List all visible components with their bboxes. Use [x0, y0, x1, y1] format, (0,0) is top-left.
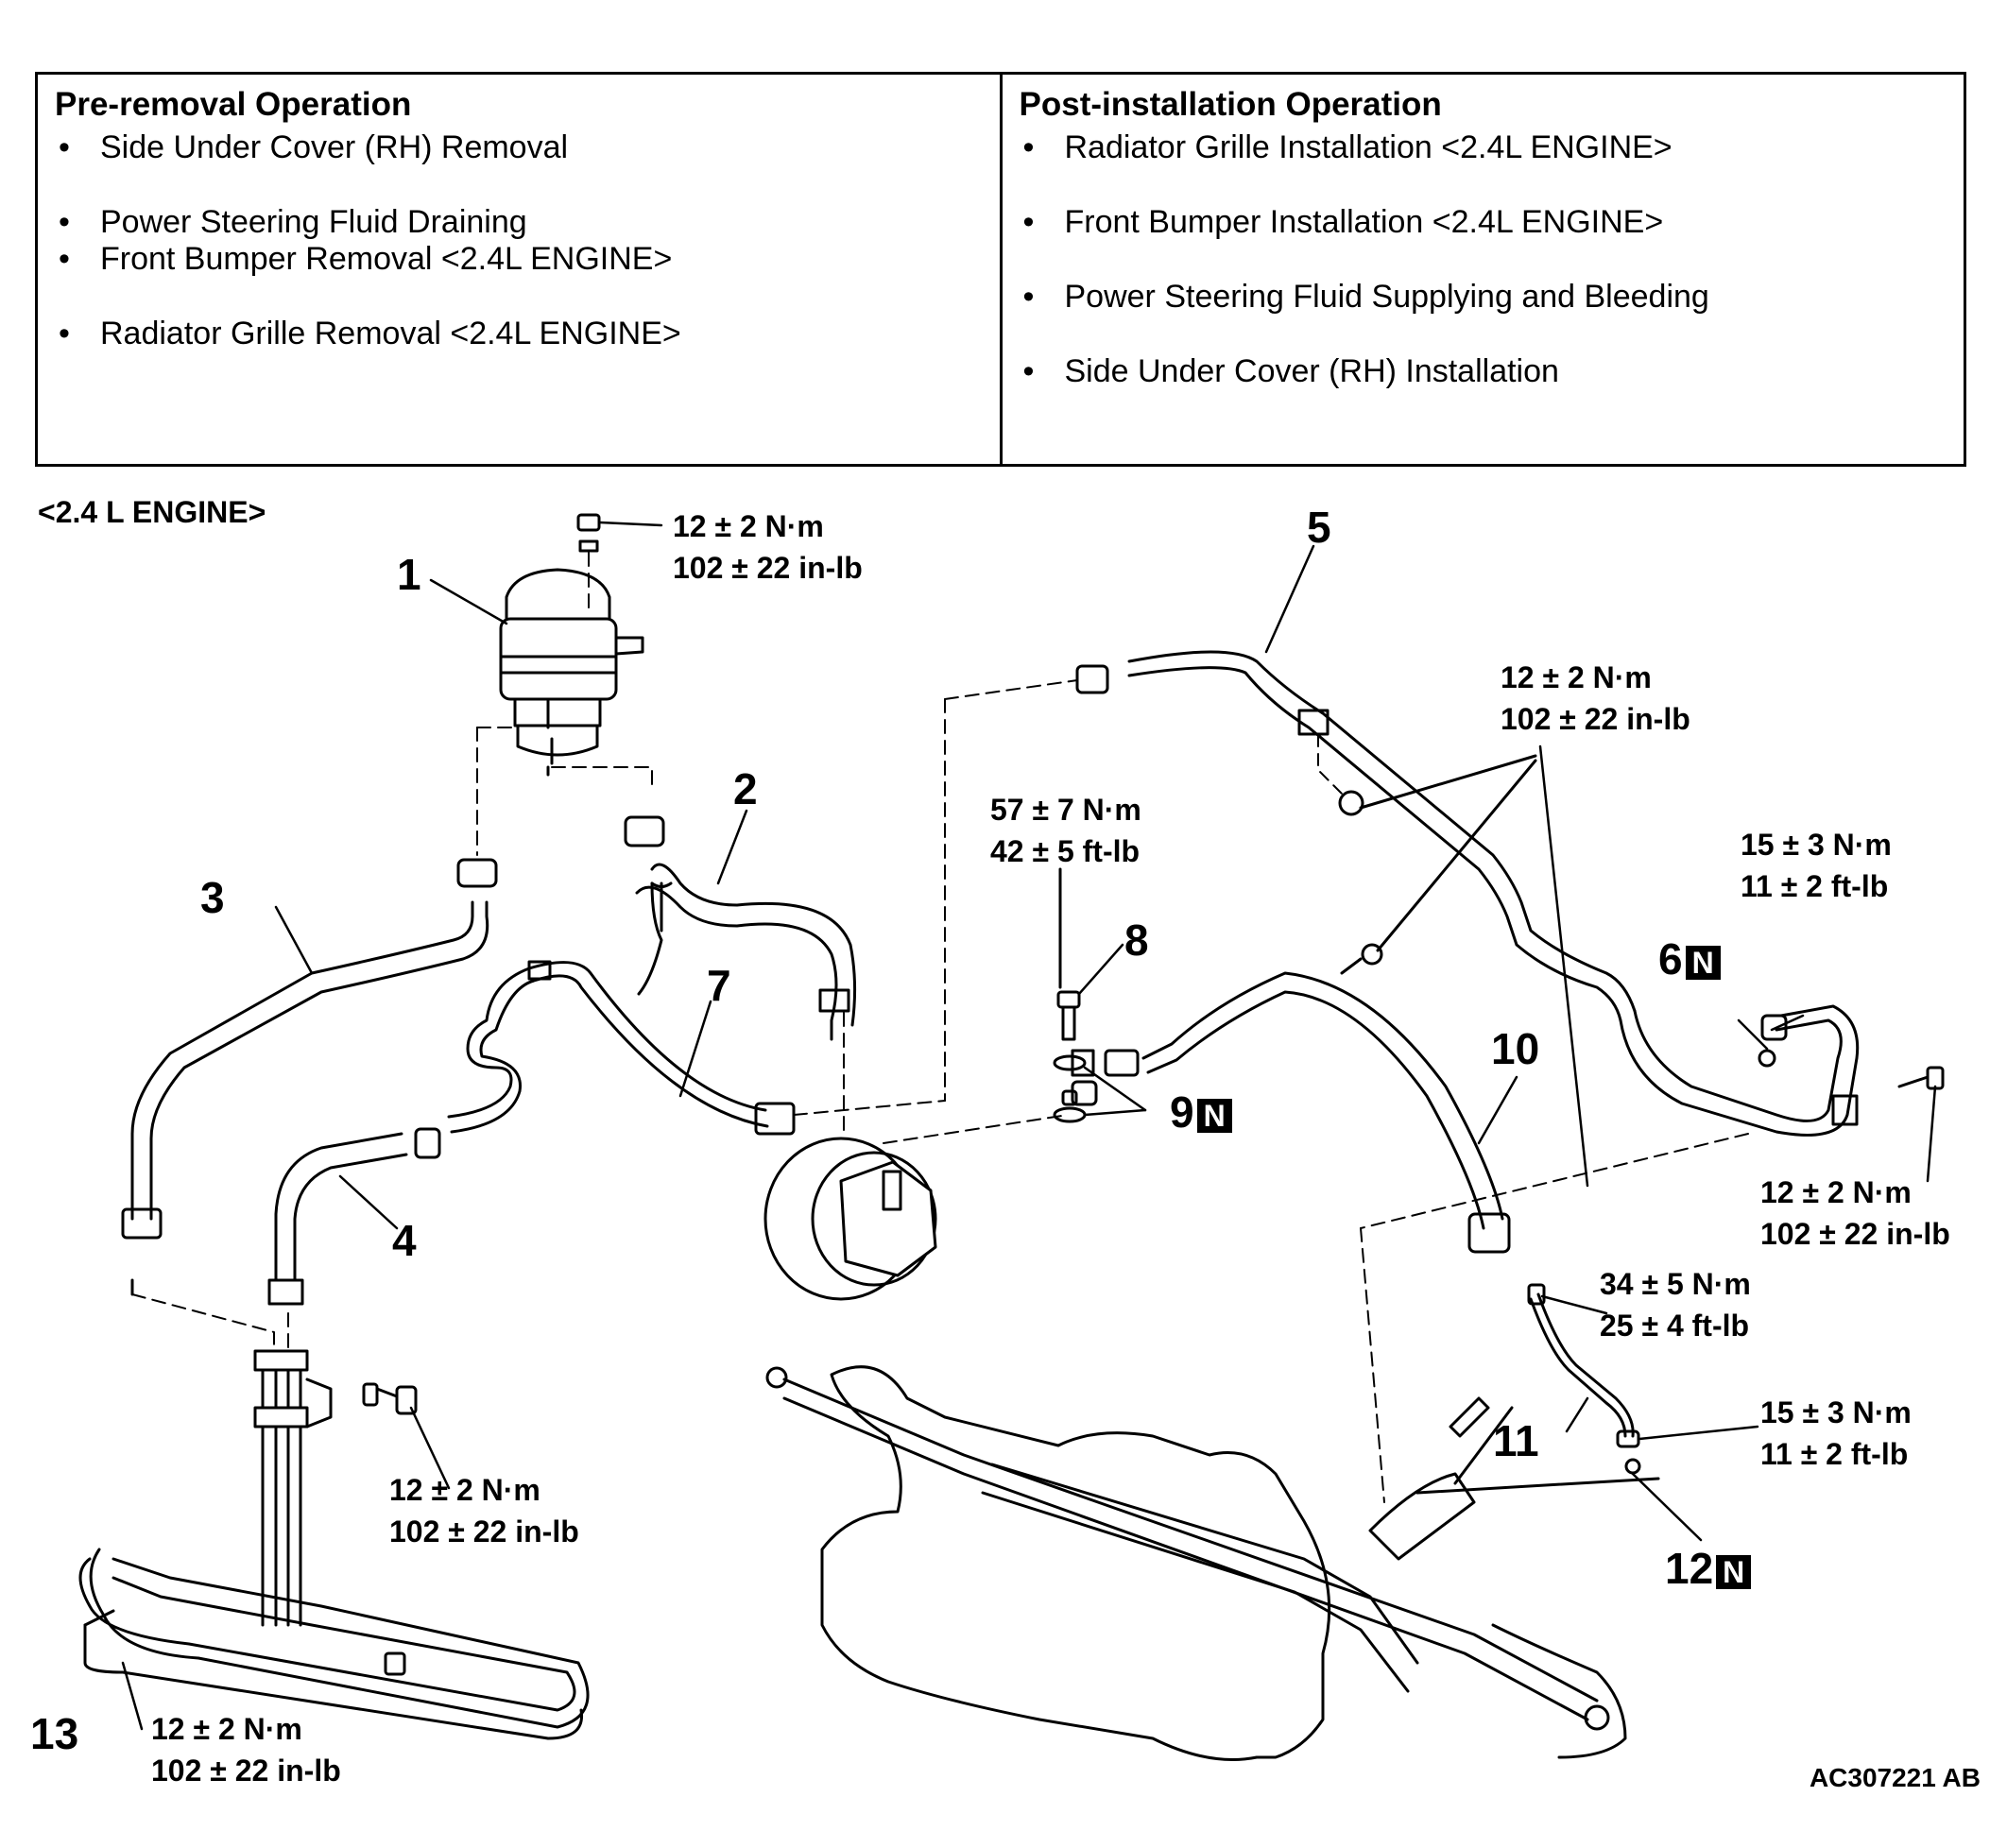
part-number-11: 11	[1493, 1416, 1539, 1465]
torque-metric: 15 ± 3 N·m	[1760, 1395, 1912, 1429]
torque-metric: 12 ± 2 N·m	[1501, 660, 1652, 694]
torque-metric: 12 ± 2 N·m	[1760, 1175, 1912, 1209]
pre-removal-item: Power Steering Fluid Draining	[55, 204, 983, 241]
part-number-6-value: 6	[1658, 934, 1683, 984]
torque-imperial: 25 ± 4 ft-lb	[1600, 1309, 1750, 1343]
torque-cooler-bracket: 12 ± 2 N·m 102 ± 22 in-lb	[389, 1469, 579, 1552]
part-number-8: 8	[1124, 915, 1149, 965]
torque-metric: 34 ± 5 N·m	[1600, 1267, 1751, 1301]
post-installation-list: Radiator Grille Installation <2.4L ENGIN…	[1020, 129, 1947, 390]
torque-metric: 12 ± 2 N·m	[673, 509, 824, 543]
torque-imperial: 102 ± 22 in-lb	[1501, 702, 1690, 736]
torque-reservoir-top: 12 ± 2 N·m 102 ± 22 in-lb	[673, 505, 863, 589]
torque-imperial: 102 ± 22 in-lb	[389, 1514, 579, 1549]
eye-bolt-drawing	[1053, 867, 1087, 1123]
post-installation-item: Power Steering Fluid Supplying and Bleed…	[1020, 279, 1947, 316]
part-number-4: 4	[392, 1216, 417, 1265]
part-number-7: 7	[707, 961, 731, 1010]
part-number-3: 3	[200, 873, 225, 922]
pre-removal-item: Radiator Grille Removal <2.4L ENGINE>	[55, 316, 983, 352]
torque-right-bolt: 12 ± 2 N·m 102 ± 22 in-lb	[1760, 1172, 1950, 1255]
torque-flare-nut-6: 15 ± 3 N·m 11 ± 2 ft-lb	[1741, 824, 1892, 907]
hose-4-drawing	[267, 1127, 441, 1306]
pipe-11-drawing	[1360, 1133, 1749, 1503]
torque-imperial: 42 ± 5 ft-lb	[990, 834, 1141, 868]
torque-imperial: 102 ± 22 in-lb	[673, 551, 863, 585]
torque-imperial: 11 ± 2 ft-lb	[1741, 869, 1889, 903]
new-part-mark-12: N	[1716, 1554, 1752, 1589]
part-number-9-value: 9	[1170, 1087, 1194, 1137]
torque-cooler-bottom: 12 ± 2 N·m 102 ± 22 in-lb	[151, 1708, 341, 1791]
part-number-5: 5	[1307, 503, 1331, 552]
torque-metric: 57 ± 7 N·m	[990, 793, 1141, 827]
post-installation-column: Post-installation Operation Radiator Gri…	[999, 75, 1964, 464]
pre-removal-title: Pre-removal Operation	[55, 86, 412, 123]
torque-metric: 15 ± 3 N·m	[1741, 828, 1892, 862]
part-number-13: 13	[30, 1709, 79, 1758]
torque-hose5-bolts: 12 ± 2 N·m 102 ± 22 in-lb	[1501, 657, 1690, 740]
torque-flare-nut-11: 15 ± 3 N·m 11 ± 2 ft-lb	[1760, 1392, 1912, 1475]
part-number-12-value: 12	[1665, 1544, 1714, 1593]
torque-flare-nut-10: 34 ± 5 N·m 25 ± 4 ft-lb	[1600, 1263, 1751, 1346]
new-part-mark-9: N	[1196, 1098, 1232, 1133]
oil-pump-drawing	[763, 1114, 1069, 1301]
torque-eye-bolt: 57 ± 7 N·m 42 ± 5 ft-lb	[990, 789, 1141, 872]
part-number-2: 2	[733, 764, 758, 813]
part-number-1: 1	[397, 550, 421, 599]
engine-label: <2.4 L ENGINE>	[38, 495, 266, 529]
part-number-10: 10	[1491, 1024, 1540, 1073]
steering-gear-drawing	[765, 1365, 1627, 1761]
hose-5-drawing	[944, 650, 1637, 1102]
pipe-6-drawing	[1619, 1004, 1945, 1137]
new-part-mark-6: N	[1685, 945, 1721, 980]
figure-id: AC307221 AB	[1809, 1763, 1981, 1792]
torque-imperial: 11 ± 2 ft-lb	[1760, 1437, 1909, 1471]
post-installation-title: Post-installation Operation	[1019, 86, 1442, 123]
hose-10-drawing	[1061, 759, 1537, 1254]
torque-imperial: 102 ± 22 in-lb	[1760, 1217, 1950, 1251]
reservoir-drawing	[499, 513, 644, 765]
post-installation-item: Radiator Grille Installation <2.4L ENGIN…	[1020, 129, 1947, 166]
oil-cooler-drawing	[80, 1280, 590, 1740]
pre-removal-list: Side Under Cover (RH) Removal Power Stee…	[55, 129, 983, 352]
post-installation-item: Side Under Cover (RH) Installation	[1020, 353, 1947, 390]
torque-metric: 12 ± 2 N·m	[151, 1712, 302, 1746]
pressure-tube-drawing	[447, 960, 946, 1136]
pre-removal-item: Front Bumper Removal <2.4L ENGINE>	[55, 241, 983, 278]
suction-hose-drawing	[546, 765, 857, 1135]
leader-lines	[121, 521, 1937, 1731]
pre-removal-column: Pre-removal Operation Side Under Cover (…	[38, 75, 1000, 464]
operations-table: Pre-removal Operation Side Under Cover (…	[35, 72, 1966, 467]
torque-imperial: 102 ± 22 in-lb	[151, 1754, 341, 1788]
torque-metric: 12 ± 2 N·m	[389, 1473, 540, 1507]
return-hose-drawing	[121, 727, 519, 1240]
pre-removal-item: Side Under Cover (RH) Removal	[55, 129, 983, 166]
post-installation-item: Front Bumper Installation <2.4L ENGINE>	[1020, 204, 1947, 241]
